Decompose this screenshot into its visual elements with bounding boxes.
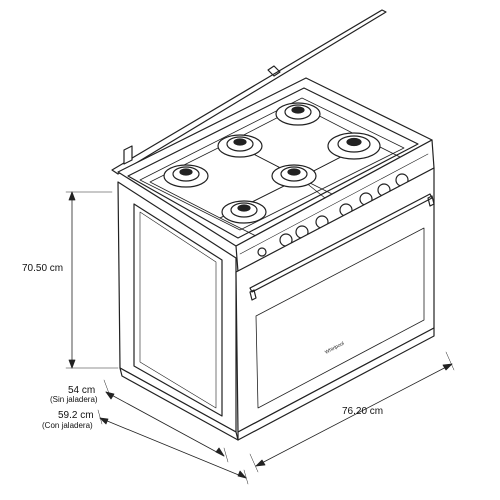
burner-back-right: [275, 102, 321, 126]
knobs: [257, 173, 409, 257]
dimension-lines: [65, 191, 455, 485]
depth-without-lid-label: 54 cm: [68, 385, 96, 396]
depth-with-lid-note: (Con jaladera): [42, 421, 93, 430]
width-label: 76.20 cm: [342, 406, 384, 417]
side-panel: [117, 181, 237, 433]
burner-front-left: [163, 164, 209, 188]
oven-handle: [249, 193, 435, 301]
burner-center: [271, 164, 317, 188]
burners: [163, 102, 381, 224]
depth-with-lid-label: 59.2 cm: [58, 410, 94, 421]
depth-without-lid-note: (Sin jaladera): [50, 395, 98, 404]
burner-right-large: [327, 132, 381, 160]
height-label: 70.50 cm: [22, 263, 64, 274]
glass-lid: [111, 9, 387, 175]
burner-front-center: [221, 200, 267, 224]
burner-back-left: [217, 134, 263, 158]
base: [119, 327, 435, 441]
oven-window: [255, 227, 425, 409]
